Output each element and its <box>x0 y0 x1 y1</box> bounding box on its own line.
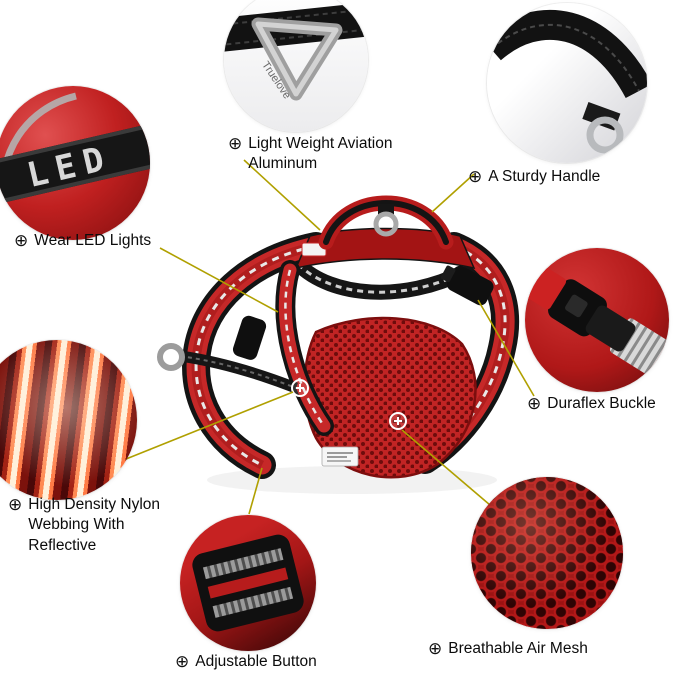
side-metal-ring <box>157 343 185 371</box>
aluminum-ring-detail-circle: Truelove <box>224 0 368 132</box>
callout-label: Wear LED Lights <box>34 232 152 249</box>
back-panel <box>294 227 476 270</box>
webbing-detail-circle <box>0 340 137 500</box>
left-shoulder-strap <box>182 232 330 479</box>
aluminum-ring-art: Truelove <box>224 0 368 132</box>
callout-label: Adjustable Button <box>195 653 317 670</box>
callout-wear-led-lights: ⊕ Wear LED Lights <box>14 231 151 251</box>
callout-label: A Sturdy Handle <box>488 168 601 185</box>
handle-art <box>487 3 647 163</box>
callout-line-adjustable <box>248 467 263 515</box>
feature-marker-webbing <box>291 379 309 397</box>
callout-adjustable-button: ⊕ Adjustable Button <box>175 652 317 672</box>
callout-label: Light Weight Aviation Aluminum <box>248 135 393 173</box>
callout-duraflex-buckle: ⊕ Duraflex Buckle <box>527 394 656 414</box>
circle-plus-icon: ⊕ <box>14 231 29 250</box>
callout-line-aviation <box>243 159 321 231</box>
sewn-label-tag <box>321 446 359 467</box>
callout-line-duraflex <box>477 299 535 397</box>
circle-plus-icon: ⊕ <box>527 394 542 413</box>
circle-plus-icon: ⊕ <box>428 639 443 658</box>
adjustable-detail-circle <box>180 515 316 651</box>
air-mesh-texture <box>471 477 623 629</box>
callout-sturdy-handle: ⊕ A Sturdy Handle <box>468 167 600 187</box>
callout-label: High Density Nylon Webbing With Reflecti… <box>28 496 161 554</box>
circle-plus-icon: ⊕ <box>8 495 23 514</box>
callout-breathable-mesh: ⊕ Breathable Air Mesh <box>428 639 588 659</box>
callout-line-mesh <box>401 429 491 506</box>
triangle-d-ring-highlight <box>255 21 339 97</box>
leash-d-ring <box>373 211 399 237</box>
harness-illustration <box>157 195 519 494</box>
reflective-webbing-texture <box>0 340 137 500</box>
circle-plus-icon: ⊕ <box>228 134 243 153</box>
callout-label: Breathable Air Mesh <box>448 640 588 657</box>
left-side-strap <box>157 343 298 394</box>
air-mesh-detail-circle <box>471 477 623 629</box>
buckle-detail-circle <box>525 248 669 392</box>
led-detail-art: LED <box>0 86 150 240</box>
led-detail-circle: LED <box>0 86 150 240</box>
left-buckle <box>232 315 267 360</box>
right-buckle <box>440 265 494 306</box>
neck-strap <box>292 258 468 300</box>
circle-plus-icon: ⊕ <box>175 652 190 671</box>
front-chest-strap <box>275 260 334 436</box>
circle-plus-icon: ⊕ <box>468 167 483 186</box>
handle-metal-ring <box>586 116 624 154</box>
slider-buckle <box>192 534 304 632</box>
callout-line-handle <box>431 173 475 213</box>
callout-label: Duraflex Buckle <box>547 395 656 412</box>
top-handle <box>318 195 454 250</box>
callout-aviation-aluminum: ⊕ Light Weight Aviation Aluminum <box>228 134 398 175</box>
handle-detail-circle <box>487 3 647 163</box>
buckle-art <box>525 248 669 392</box>
callout-nylon-webbing: ⊕ High Density Nylon Webbing With Reflec… <box>8 495 178 556</box>
callout-line-led <box>159 247 279 313</box>
feature-marker-mesh <box>389 412 407 430</box>
adjuster-art <box>180 515 316 651</box>
